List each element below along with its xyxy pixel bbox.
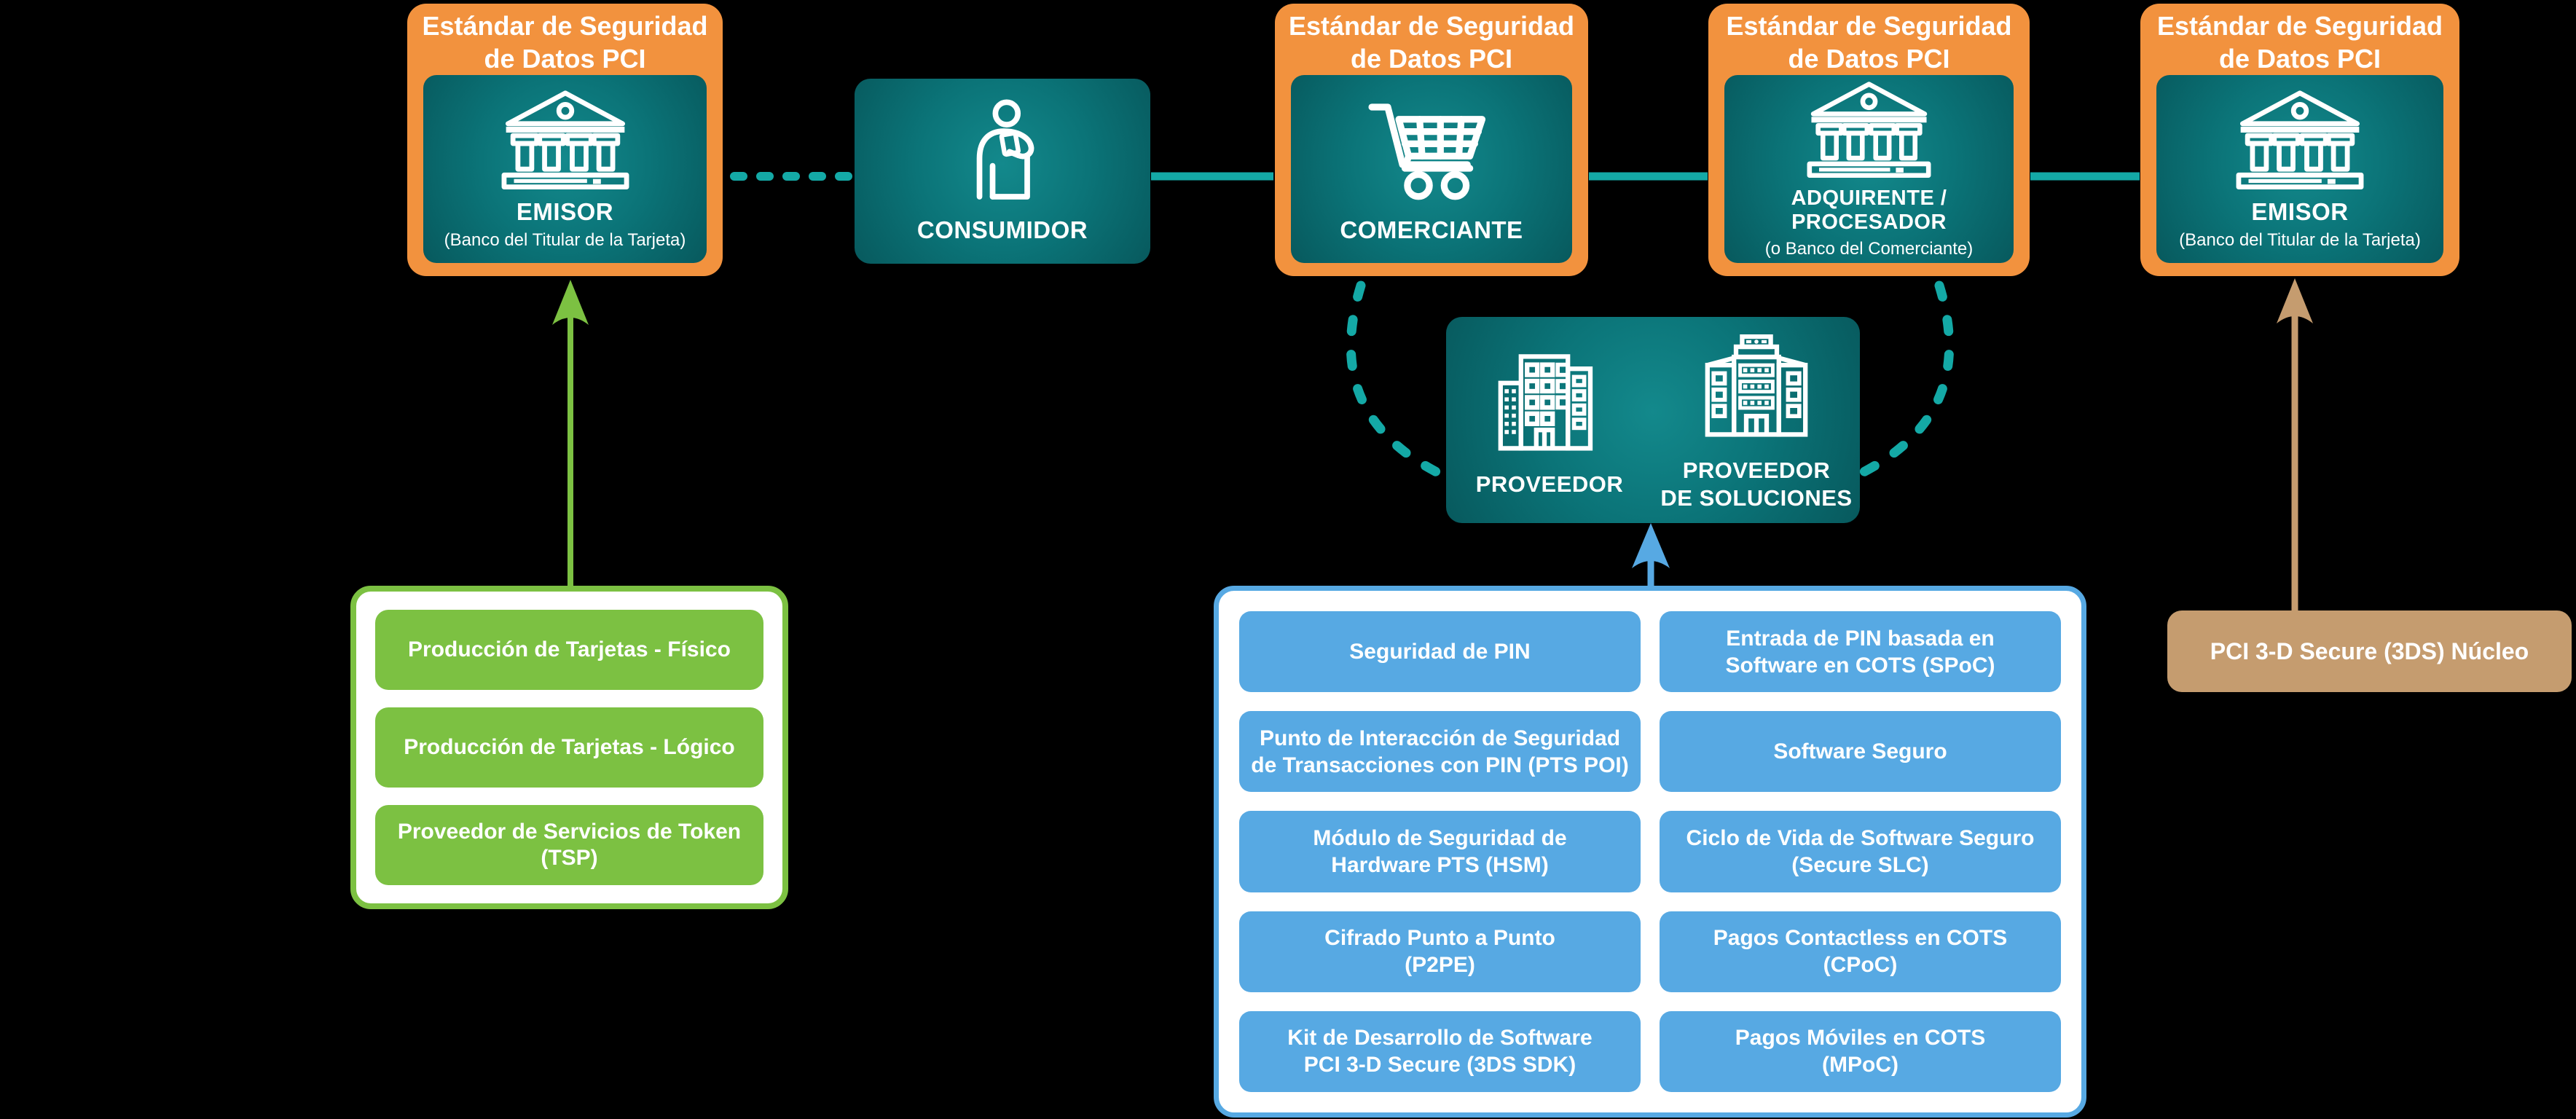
standard-chip: Pagos Contactless en COTS (CPoC): [1660, 911, 2061, 992]
standard-chip: Kit de Desarrollo de Software PCI 3-D Se…: [1239, 1010, 1641, 1092]
standard-label: Estándar de Seguridad de Datos PCI: [1288, 11, 1575, 74]
standard-chip: Cifrado Punto a Punto (P2PE): [1239, 911, 1641, 992]
standard-label: Estándar de Seguridad de Datos PCI: [1726, 11, 2012, 74]
node-subtitle: (Banco del Titular de la Tarjeta): [444, 229, 686, 250]
standard-chip: Proveedor de Servicios de Token (TSP): [375, 805, 763, 885]
standard-chip: Módulo de Seguridad de Hardware PTS (HSM…: [1239, 811, 1641, 892]
bank-icon: [496, 88, 635, 191]
connector-adquirente-proveedor-arc: [1853, 280, 1955, 480]
pci-3ds-core-label: PCI 3-D Secure (3DS) Núcleo: [2210, 637, 2529, 664]
card-production-panel: Producción de Tarjetas - Físico Producci…: [350, 586, 788, 909]
node-emisor-left: Estándar de Seguridad de Datos PCI EMISO…: [407, 4, 723, 276]
node-title: EMISOR: [516, 197, 614, 225]
bank-icon: [2231, 88, 2369, 191]
shopping-cart-icon: [1364, 95, 1499, 208]
node-title: EMISOR: [2251, 197, 2349, 225]
standard-chip: Producción de Tarjetas - Físico: [375, 610, 763, 690]
green-arrow: [552, 280, 589, 587]
node-title: ADQUIRENTE / PROCESADOR: [1791, 186, 1947, 234]
standard-chip: Seguridad de PIN: [1239, 611, 1641, 693]
adquirente-card: ADQUIRENTE / PROCESADOR (o Banco del Com…: [1724, 75, 2014, 263]
node-subtitle: (Banco del Titular de la Tarjeta): [2179, 229, 2421, 250]
proveedor-column: PROVEEDOR: [1446, 317, 1653, 523]
blue-arrow: [1632, 523, 1670, 587]
proveedor-label: PROVEEDOR: [1475, 471, 1624, 497]
standard-chip: Pagos Móviles en COTS (MPoC): [1660, 1010, 2061, 1092]
standard-label: Estándar de Seguridad de Datos PCI: [2156, 11, 2443, 74]
standard-label: Estándar de Seguridad de Datos PCI: [422, 11, 708, 74]
pci-3ds-core-box: PCI 3-D Secure (3DS) Núcleo: [2167, 610, 2572, 692]
solutions-building-icon: [1695, 334, 1818, 441]
node-subtitle: (o Banco del Comerciante): [1764, 238, 1974, 259]
emisor-left-card: EMISOR (Banco del Titular de la Tarjeta): [423, 75, 707, 263]
node-proveedor: PROVEEDOR: [1446, 317, 1860, 523]
provider-standards-panel: Seguridad de PIN Punto de Interacción de…: [1214, 586, 2086, 1118]
standard-chip: Software Seguro: [1660, 711, 2061, 793]
office-building-icon: [1488, 348, 1611, 455]
standard-chip: Producción de Tarjetas - Lógico: [375, 707, 763, 788]
node-title: COMERCIANTE: [1340, 216, 1523, 243]
consumer-card-icon: [958, 98, 1047, 206]
node-title: CONSUMIDOR: [916, 216, 1088, 243]
node-emisor-right: Estándar de Seguridad de Datos PCI EMISO…: [2140, 4, 2459, 276]
emisor-right-card: EMISOR (Banco del Titular de la Tarjeta): [2156, 75, 2443, 263]
standard-chip: Entrada de PIN basada en Software en COT…: [1660, 611, 2061, 693]
standard-chip: Punto de Interacción de Seguridad de Tra…: [1239, 711, 1641, 793]
tan-arrow: [2277, 278, 2313, 614]
standard-chip: Ciclo de Vida de Software Seguro (Secure…: [1660, 811, 2061, 892]
node-consumidor: CONSUMIDOR: [855, 79, 1150, 264]
connector-comerciante-proveedor-arc: [1346, 280, 1448, 480]
bank-icon: [1802, 79, 1936, 179]
proveedor-soluciones-label: PROVEEDOR DE SOLUCIONES: [1660, 457, 1853, 511]
proveedor-soluciones-column: PROVEEDOR DE SOLUCIONES: [1653, 317, 1860, 523]
comerciante-card: COMERCIANTE: [1291, 75, 1572, 263]
node-adquirente: Estándar de Seguridad de Datos PCI ADQUI…: [1708, 4, 2030, 276]
node-comerciante: Estándar de Seguridad de Datos PCI COMER…: [1275, 4, 1588, 276]
